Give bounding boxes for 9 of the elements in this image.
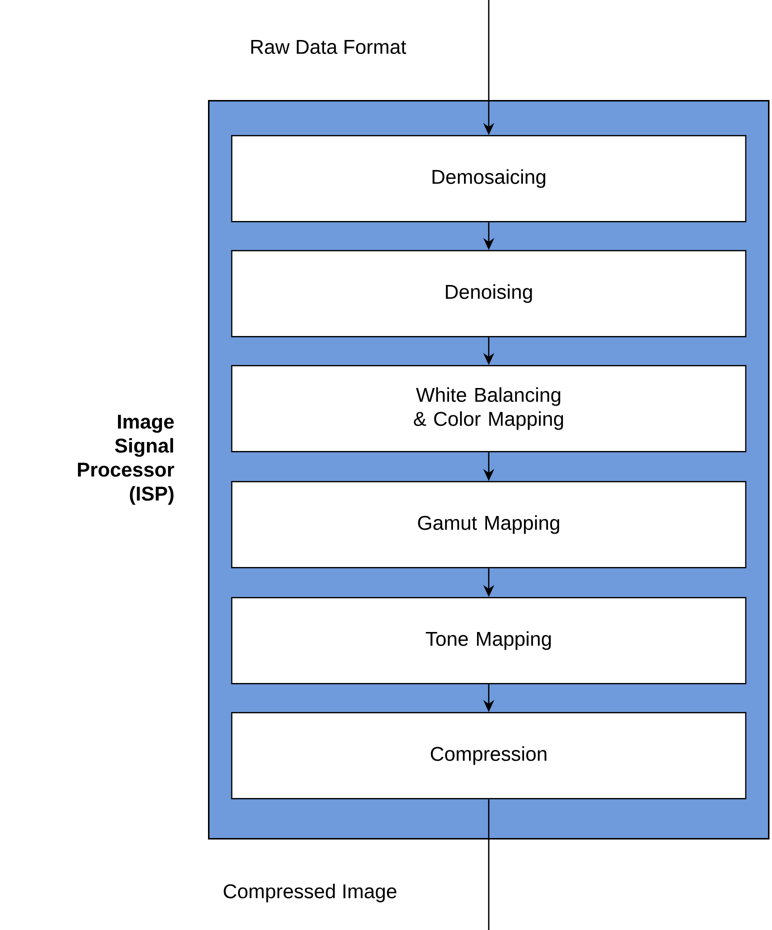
- edge-label: Raw Data Format: [248, 39, 408, 55]
- process-box: Gamut Mapping: [231, 481, 746, 568]
- process-box: Compression: [231, 712, 746, 800]
- process-box: White Balancing & Color Mapping: [231, 365, 746, 452]
- process-box: Tone Mapping: [231, 597, 746, 684]
- process-box: Denoising: [231, 250, 746, 338]
- edge-label: Compressed Image: [222, 882, 398, 904]
- process-box: Demosaicing: [231, 135, 746, 222]
- band-heading: Image Signal Processor (ISP): [78, 414, 174, 505]
